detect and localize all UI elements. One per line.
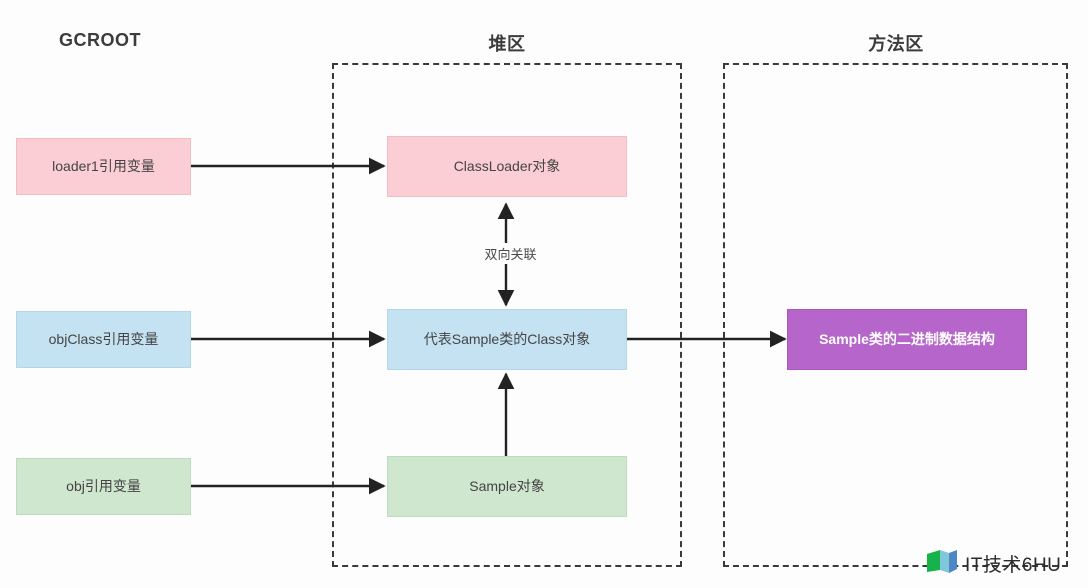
region-container-method-area [723, 63, 1068, 567]
node-class-object[interactable]: 代表Sample类的Class对象 [387, 309, 627, 370]
node-sample-object[interactable]: Sample对象 [387, 456, 627, 517]
region-container-heap [332, 63, 682, 567]
watermark-text: IT技术6HU [965, 555, 1062, 576]
node-objclass-reference[interactable]: objClass引用变量 [16, 311, 191, 368]
region-title-gcroot: GCROOT [59, 30, 141, 50]
book-logo-icon [925, 548, 959, 579]
node-obj-reference[interactable]: obj引用变量 [16, 458, 191, 515]
node-loader1-reference[interactable]: loader1引用变量 [16, 138, 191, 195]
watermark: IT技术6HU [925, 548, 1061, 579]
region-title-heap: 堆区 [488, 34, 526, 54]
edge-label-bidirectional: 双向关联 [470, 243, 551, 264]
node-binary-data-structure[interactable]: Sample类的二进制数据结构 [787, 309, 1027, 370]
region-title-method-area: 方法区 [868, 34, 924, 54]
node-classloader-object[interactable]: ClassLoader对象 [387, 136, 627, 197]
